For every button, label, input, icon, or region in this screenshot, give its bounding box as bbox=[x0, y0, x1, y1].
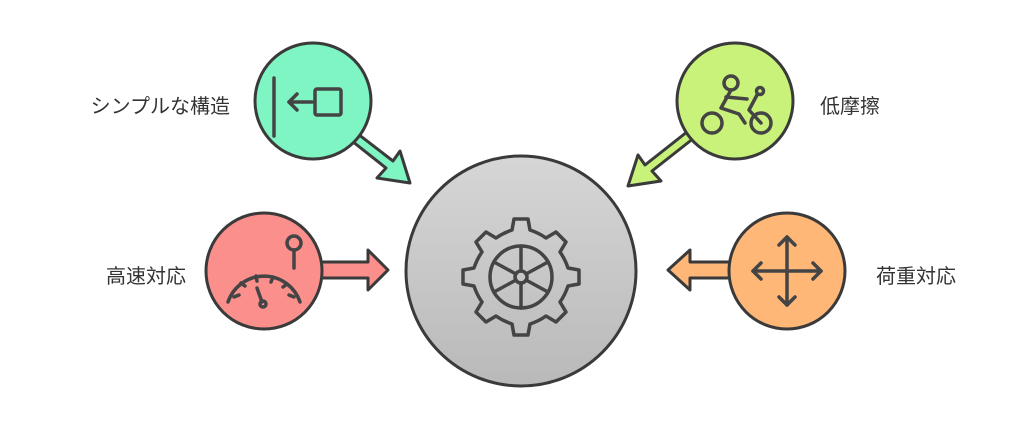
load-support-arrow bbox=[666, 248, 740, 292]
low-friction-circle bbox=[675, 41, 795, 161]
high-speed-arrow bbox=[316, 248, 390, 292]
low-friction-label: 低摩擦 bbox=[820, 94, 880, 118]
high-speed-circle bbox=[204, 211, 324, 331]
cyclist-icon bbox=[700, 74, 773, 135]
exit-box-icon bbox=[272, 76, 343, 138]
high-speed-label: 高速対応 bbox=[106, 264, 186, 288]
gear-wheel-icon bbox=[461, 217, 581, 337]
speedometer-icon bbox=[226, 234, 303, 309]
load-support-label: 荷重対応 bbox=[876, 264, 956, 288]
simple-structure-label: シンプルな構造 bbox=[90, 94, 230, 118]
move-arrows-icon bbox=[751, 235, 823, 307]
